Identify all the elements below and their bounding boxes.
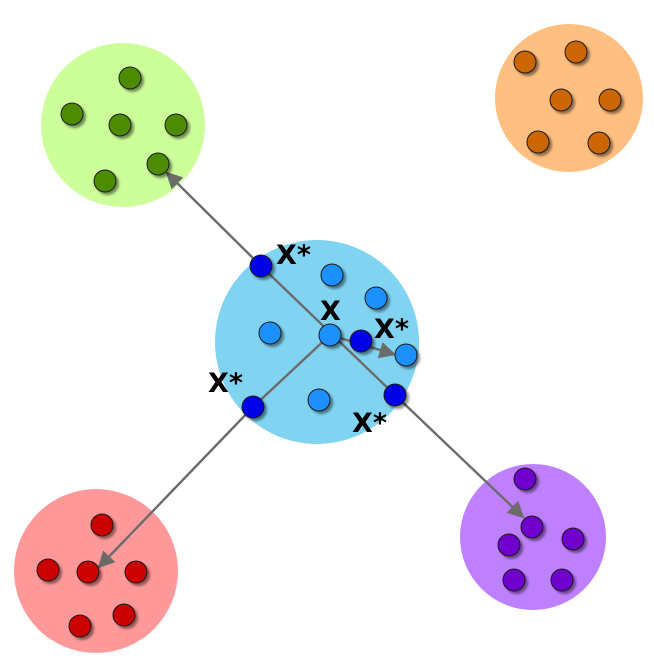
green-point: [60, 102, 84, 126]
red-point: [36, 558, 60, 582]
query-point: [318, 323, 342, 347]
neighbor-label-right: X*: [374, 314, 409, 345]
selected-point-top-left: [249, 254, 273, 278]
selected-points: [241, 254, 407, 419]
arrow-to-red: [97, 406, 254, 569]
selected-point-center-right: [349, 329, 373, 353]
blue-point: [394, 343, 418, 367]
red-points: [36, 513, 148, 638]
blue-points: [258, 263, 418, 412]
query-label: X: [320, 296, 341, 327]
selected-point-left: [241, 395, 265, 419]
green-points: [60, 66, 188, 193]
red-point: [68, 614, 92, 638]
purple-point: [520, 515, 544, 539]
purple-point: [561, 527, 585, 551]
neighbor-label-bottom: X*: [352, 408, 387, 439]
red-point: [76, 560, 100, 584]
green-point: [118, 66, 142, 90]
green-point: [146, 152, 170, 176]
blue-point: [258, 321, 282, 345]
orange-point: [564, 40, 588, 64]
blue-point: [364, 286, 388, 310]
blue-point: [307, 388, 331, 412]
orange-point: [587, 131, 611, 155]
orange-point: [526, 130, 550, 154]
orange-point: [598, 88, 622, 112]
purple-point: [502, 568, 526, 592]
arrow-to-green: [165, 171, 262, 267]
arrow-to-purple: [394, 394, 525, 519]
neighbor-label-left: X*: [208, 368, 243, 399]
green-point: [164, 113, 188, 137]
red-point: [90, 513, 114, 537]
green-point: [108, 113, 132, 137]
orange-point: [549, 88, 573, 112]
blue-point: [320, 263, 344, 287]
selected-point-bottom-right: [383, 383, 407, 407]
red-point: [112, 603, 136, 627]
red-point: [124, 560, 148, 584]
line-to-left-neighbor: [252, 334, 331, 408]
neighbor-label-top: X*: [276, 240, 311, 271]
orange-point: [513, 50, 537, 74]
orange-points: [513, 40, 622, 155]
purple-point: [513, 467, 537, 491]
green-point: [93, 169, 117, 193]
purple-points: [497, 467, 585, 592]
purple-point: [497, 533, 521, 557]
purple-point: [550, 568, 574, 592]
